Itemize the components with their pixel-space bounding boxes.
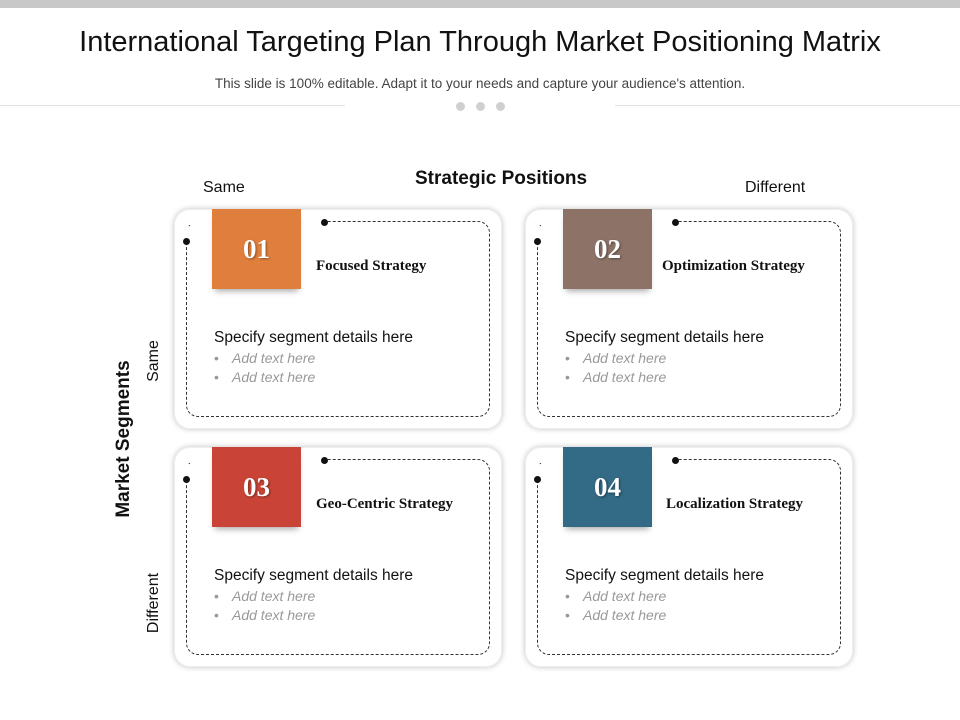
dashed-border (537, 459, 841, 655)
dashed-border (537, 221, 841, 417)
strategy-label: Optimization Strategy (662, 258, 805, 274)
strategy-label: Focused Strategy (316, 258, 427, 274)
segment-details: Specify segment details here (214, 329, 414, 346)
top-axis-different-label: Different (745, 179, 806, 196)
dashed-border (186, 221, 490, 417)
dashed-border (186, 459, 490, 655)
header-dots (456, 102, 505, 111)
market-segments-title: Market Segments (113, 360, 134, 518)
segment-details: Specify segment details here (565, 329, 765, 346)
slide-subtitle: This slide is 100% editable. Adapt it to… (214, 76, 746, 91)
number-badge: 02 (563, 209, 652, 289)
bullet-item: Add text here (214, 368, 315, 387)
side-axis-same-label: Same (145, 340, 162, 382)
bullet-list: Add text here Add text here (214, 587, 315, 625)
connector-dot (534, 476, 541, 483)
bullet-list: Add text here Add text here (214, 349, 315, 387)
top-axis-same-label: Same (203, 179, 245, 196)
connector-dot (183, 238, 190, 245)
matrix-card-4: 04 Localization Strategy Specify segment… (525, 447, 853, 667)
bullet-item: Add text here (214, 587, 315, 606)
segment-details: Specify segment details here (214, 567, 414, 584)
bullet-item: Add text here (214, 349, 315, 368)
bullet-item: Add text here (565, 606, 666, 625)
bullet-list: Add text here Add text here (565, 587, 666, 625)
strategic-positions-title: Strategic Positions (415, 168, 588, 189)
number-badge: 04 (563, 447, 652, 527)
connector-dot (672, 457, 679, 464)
number-badge: 01 (212, 209, 301, 289)
strategy-label: Localization Strategy (666, 496, 804, 512)
matrix-card-2: 02 Optimization Strategy Specify segment… (525, 209, 853, 429)
bullet-item: Add text here (565, 349, 666, 368)
side-axis-different-label: Different (145, 572, 162, 634)
connector-dot (672, 219, 679, 226)
bullet-item: Add text here (565, 587, 666, 606)
header-divider-right (615, 105, 960, 106)
bullet-list: Add text here Add text here (565, 349, 666, 387)
slide-title: International Targeting Plan Through Mar… (79, 26, 881, 58)
connector-dot (183, 476, 190, 483)
connector-dot (321, 457, 328, 464)
bullet-item: Add text here (565, 368, 666, 387)
segment-details: Specify segment details here (565, 567, 765, 584)
matrix-card-3: 03 Geo-Centric Strategy Specify segment … (174, 447, 502, 667)
matrix-card-1: 01 Focused Strategy Specify segment deta… (174, 209, 502, 429)
connector-dot (321, 219, 328, 226)
strategy-label: Geo-Centric Strategy (316, 496, 454, 512)
header-divider-left (0, 105, 345, 106)
top-accent-bar (0, 0, 960, 8)
connector-dot (534, 238, 541, 245)
bullet-item: Add text here (214, 606, 315, 625)
number-badge: 03 (212, 447, 301, 527)
